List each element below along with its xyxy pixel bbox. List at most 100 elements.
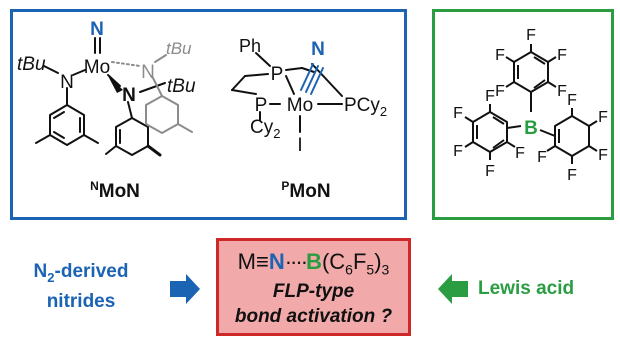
nitrides-caption-rest: -derived: [54, 261, 129, 282]
nmon-wedge: [107, 74, 123, 93]
f-bond-6: [464, 116, 474, 123]
formula-dots: ····: [284, 249, 308, 274]
nitrides-caption-line2: nitrides: [46, 290, 116, 312]
pmon-triple-bond-2: [305, 65, 319, 93]
formula-m: M: [237, 249, 256, 274]
nmon-tbu-right: tBu: [167, 76, 196, 97]
pmon-caption-prefix: P: [281, 179, 289, 193]
pmon-iodide: I: [297, 135, 302, 156]
borane-top-ring-inner-3: [533, 79, 546, 89]
nmon-back-aryl-ring: [145, 94, 179, 135]
pmon-pcy2-right-text: PCy: [344, 95, 380, 116]
nmon-bond-n-ring-front: [127, 101, 133, 119]
mn-b-formula: M≡N····B(C6F5)3: [219, 249, 408, 277]
nmon-front-methyl-2: [105, 145, 117, 155]
f-bond-7: [464, 141, 474, 148]
fluorine-13: F: [598, 147, 608, 164]
formula-sub-3: 3: [381, 261, 390, 278]
fluorine-8: F: [453, 143, 463, 160]
f-bond-13: [588, 145, 598, 152]
formula-triple-bond: ≡: [256, 249, 269, 274]
pmon-cy2-left-text: Cy: [250, 117, 274, 138]
nitrides-caption-line1: N2-derived: [26, 260, 136, 290]
nmon-bond-n-tbu-left: [43, 65, 59, 74]
borane-left-ring: [472, 111, 508, 153]
nmon-tbu-gray: tBu: [166, 39, 192, 58]
nmon-caption-main: MoN: [99, 181, 140, 202]
f-bond-9: [506, 141, 516, 148]
nmon-left-methyl-1: [83, 134, 99, 144]
borane-bond-right: [539, 129, 556, 137]
formula-n: N: [268, 249, 285, 274]
flp-type-label: FLP-type: [272, 281, 355, 302]
fluorine-11: F: [567, 92, 577, 109]
borane-top-ring: [513, 51, 549, 93]
nmon-left-ring-inner-2: [53, 111, 65, 119]
lewis-acid-panel: [432, 9, 614, 220]
fluorine-4: F: [495, 83, 505, 100]
nmon-left-aryl-ring: [49, 104, 85, 146]
fluorine-2: F: [495, 47, 505, 64]
nmon-bond-n-tbu-right: [139, 82, 166, 93]
formula-b: B: [306, 249, 322, 274]
formula-rest-3: ): [374, 249, 382, 274]
nmon-left-methyl-2: [35, 134, 51, 144]
pmon-bond-p-arm: [285, 67, 303, 71]
fluorine-12: F: [598, 109, 608, 126]
pmon-pcy2-right: PCy2: [344, 95, 387, 119]
nmon-bond-mo-nback: [111, 61, 141, 67]
formula-sub-2: 5: [366, 261, 375, 278]
pmon-atom-p-left: P: [255, 95, 268, 116]
nitride-complexes-panel: [10, 9, 407, 220]
fluorine-14: F: [567, 167, 577, 184]
fluorine-5: F: [557, 83, 567, 100]
nmon-left-ring-inner-3: [53, 131, 65, 139]
formula-rest-1: (C: [321, 249, 346, 274]
nmon-front-aryl-ring: [115, 117, 149, 156]
pmon-atom-p-top: P: [271, 64, 284, 85]
f-bond-12: [588, 120, 598, 127]
nmon-atom-n-triple: N: [90, 19, 104, 40]
pmon-ph: Ph: [239, 36, 261, 56]
fluorine-1: F: [526, 27, 536, 44]
nitrides-caption-sub: 2: [47, 269, 55, 285]
nmon-front-methyl-1: [146, 144, 162, 157]
pmon-bond-p-ch2: [244, 73, 269, 77]
nmon-caption-prefix: N: [90, 179, 99, 193]
borane-right-ring: [554, 115, 590, 157]
fluorine-7: F: [453, 105, 463, 122]
nmon-bond-nback-tbu: [154, 54, 167, 63]
pmon-bond-p-mo: [285, 75, 295, 95]
nmon-bond-mo-nleft: [72, 69, 86, 76]
nitrides-caption-n: N: [33, 261, 48, 282]
fluorine-15: F: [537, 149, 547, 166]
nmon-bond-mo-nlower: [107, 74, 121, 87]
fluorine-3: F: [557, 47, 567, 64]
green-left-arrow-icon: [438, 274, 468, 304]
bond-activation-label: bond activation ?: [234, 306, 393, 327]
borane-atom-b: B: [524, 118, 538, 139]
fluorine-10: F: [515, 145, 525, 162]
nmon-atom-mo: Mo: [84, 57, 110, 78]
pmon-bond-ph: [255, 52, 271, 67]
pmon-triple-bond-3: [310, 67, 324, 95]
flp-activation-box: M≡N····B(C6F5)3 FLP-type bond activation…: [216, 238, 411, 336]
nmon-back-methyl: [177, 123, 193, 133]
f-bond-5: [547, 81, 557, 88]
pmon-caption: PMoN: [281, 179, 330, 202]
nmon-tbu-left: tBu: [17, 54, 46, 75]
nmon-atom-n-back: N: [141, 62, 155, 83]
pmon-atom-mo: Mo: [287, 95, 313, 116]
formula-rest-2: F: [352, 249, 367, 274]
pmon-triple-bond-1: [300, 63, 314, 91]
borane-left-ring-inner-2: [492, 116, 505, 125]
borane-top-ring-inner-2: [533, 56, 546, 65]
pmon-caption-main: MoN: [289, 181, 330, 202]
f-bond-15: [546, 145, 556, 152]
pmon-bond-arm: [301, 67, 315, 73]
f-bond-2: [547, 56, 557, 63]
pmon-atom-n: N: [311, 39, 325, 60]
pmon-bond-ch2-p: [231, 89, 257, 95]
pmon-pcy2-right-sub: 2: [380, 104, 387, 119]
